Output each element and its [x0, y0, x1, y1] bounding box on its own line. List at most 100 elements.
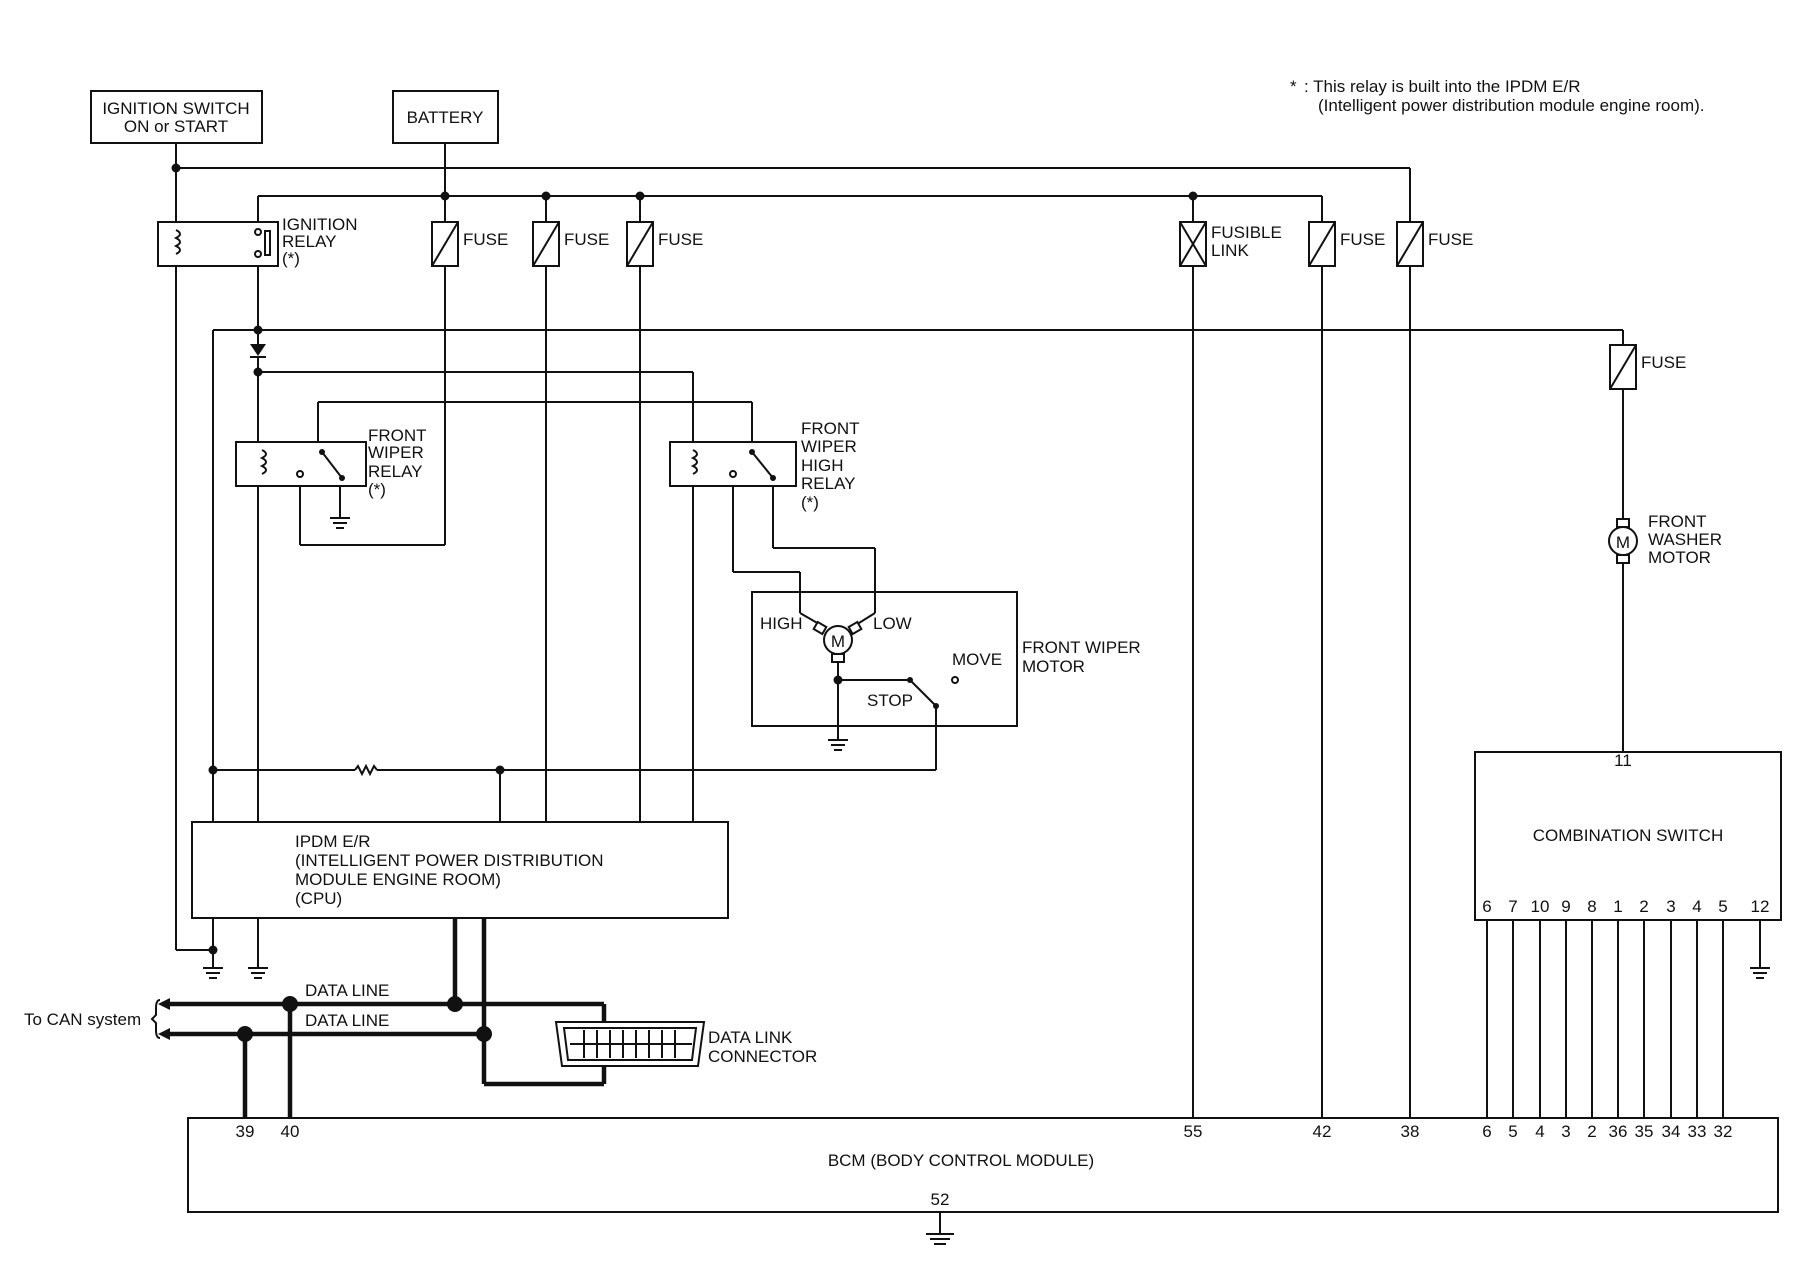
ipdm-inputs — [175, 266, 641, 950]
front-washer-motor-label-1: FRONT — [1648, 512, 1707, 531]
ipdm-grounds — [176, 918, 268, 979]
to-can-system-label: To CAN system — [24, 1010, 141, 1029]
front-wiper-high-relay-label-5: (*) — [801, 493, 819, 512]
combination-switch-to-bcm-wires — [1486, 920, 1724, 1118]
front-wiper-motor-ground-icon — [828, 739, 848, 751]
combination-switch-ground-icon — [1750, 920, 1770, 979]
front-wiper-motor-label-2: MOTOR — [1022, 657, 1085, 676]
bcm-pin-2: 2 — [1587, 1122, 1596, 1141]
combination-switch-pin-4: 4 — [1692, 897, 1701, 916]
bcm-ground-icon — [926, 1212, 954, 1245]
fuse-3-label: FUSE — [658, 230, 703, 249]
ipdm-label-4: (CPU) — [295, 889, 342, 908]
fuse-4: FUSE — [1308, 221, 1385, 267]
note-line-1: : This relay is built into the IPDM E/R — [1304, 77, 1581, 96]
front-wiper-relay-label-3: RELAY — [368, 462, 423, 481]
bcm-pin-42: 42 — [1313, 1122, 1332, 1141]
diode-icon — [250, 330, 266, 358]
bcm-pin-6: 6 — [1482, 1122, 1491, 1141]
wiper-motor-low-label: LOW — [873, 614, 912, 633]
fuse-1-label: FUSE — [463, 230, 508, 249]
combination-switch-pin-7: 7 — [1508, 897, 1517, 916]
front-washer-motor-icon: M — [1608, 526, 1638, 556]
ipdm-label-1: IPDM E/R — [295, 832, 371, 851]
combination-switch-pin-10: 10 — [1531, 897, 1550, 916]
front-washer-motor-label-3: MOTOR — [1648, 548, 1711, 567]
bcm-power-feeds — [1192, 266, 1411, 1118]
combination-switch-title: COMBINATION SWITCH — [1533, 826, 1723, 845]
data-line-2-label: DATA LINE — [305, 1011, 389, 1030]
fuse-2-label: FUSE — [564, 230, 609, 249]
wiper-motor-move-label: MOVE — [952, 650, 1002, 669]
ignition-switch: IGNITION SWITCH ON or START — [90, 90, 263, 144]
fuse-5-label: FUSE — [1428, 230, 1473, 249]
front-wiper-high-relay-coil-icon — [690, 449, 698, 475]
data-line-1-arrow-icon — [158, 998, 170, 1010]
front-wiper-high-relay-label-2: WIPER — [801, 437, 857, 456]
front-wiper-high-relay-label-1: FRONT — [801, 419, 860, 438]
ipdm-label-3: MODULE ENGINE ROOM) — [295, 870, 501, 889]
combination-switch-pin-3: 3 — [1666, 897, 1675, 916]
front-washer-motor-symbol: M — [1616, 533, 1630, 552]
fuse-1: FUSE — [431, 221, 508, 267]
ignition-relay-label-3: (*) — [282, 249, 300, 268]
front-wiper-relay-label-2: WIPER — [368, 443, 424, 462]
fuse-2: FUSE — [532, 221, 609, 267]
front-wiper-motor: M HIGH LOW MOVE STOP FRONT WIPER MOTOR — [751, 591, 1141, 770]
combination-switch-pin-5: 5 — [1718, 897, 1727, 916]
bcm-pin-35: 35 — [1635, 1122, 1654, 1141]
front-wiper-high-relay-label-4: RELAY — [801, 474, 856, 493]
data-link-connector-label-2: CONNECTOR — [708, 1047, 817, 1066]
can-data-lines: DATA LINE DATA LINE To CAN system — [24, 918, 607, 1118]
connector-pins-icon — [570, 1030, 692, 1058]
front-wiper-motor-label-1: FRONT WIPER — [1022, 638, 1141, 657]
ignition-switch-label-2: ON or START — [124, 117, 228, 136]
front-wiper-relay-coil-icon — [259, 449, 267, 475]
bcm-pin-34: 34 — [1662, 1122, 1681, 1141]
resistor-icon — [354, 763, 378, 777]
front-wiper-relay-ground-icon — [330, 517, 350, 529]
combination-switch-pin-8: 8 — [1587, 897, 1596, 916]
data-link-connector: DATA LINK CONNECTOR — [554, 1021, 817, 1067]
bcm-pin-40: 40 — [281, 1122, 300, 1141]
front-washer-motor-label-2: WASHER — [1648, 530, 1722, 549]
front-wiper-relay-label-1: FRONT — [368, 426, 427, 445]
fuse-4-label: FUSE — [1340, 230, 1385, 249]
data-link-connector-label-1: DATA LINK — [708, 1028, 793, 1047]
front-washer-motor: M FRONT WASHER MOTOR — [1608, 389, 1722, 752]
bcm-pin-4: 4 — [1535, 1122, 1544, 1141]
fusible-link-label-1: FUSIBLE — [1211, 223, 1282, 242]
fuse-3: FUSE — [626, 221, 703, 267]
ignition-relay-coil-icon — [173, 229, 181, 255]
ground-icon-1 — [203, 967, 223, 979]
front-wiper-high-relay: FRONT WIPER HIGH RELAY (*) — [669, 402, 876, 613]
bcm-ground-pin: 52 — [931, 1190, 950, 1209]
ignition-switch-label-1: IGNITION SWITCH — [102, 99, 249, 118]
relay-note: * : This relay is built into the IPDM E/… — [1290, 77, 1704, 115]
bcm-title: BCM (BODY CONTROL MODULE) — [828, 1151, 1094, 1170]
ipdm-label-2: (INTELLIGENT POWER DISTRIBUTION — [295, 851, 604, 870]
bcm-pin-55: 55 — [1184, 1122, 1203, 1141]
bcm-pin-38: 38 — [1401, 1122, 1420, 1141]
fuse-5: FUSE — [1396, 221, 1473, 267]
battery: BATTERY — [392, 90, 499, 144]
ipdm-module: IPDM E/R (INTELLIGENT POWER DISTRIBUTION… — [191, 821, 729, 919]
data-line-1-label: DATA LINE — [305, 981, 389, 1000]
ignition-relay-label-1: IGNITION — [282, 215, 358, 234]
ignition-output-wiring — [212, 266, 1624, 822]
fusible-link: FUSIBLE LINK — [1179, 221, 1282, 267]
ignition-relay-label-2: RELAY — [282, 232, 337, 251]
battery-label: BATTERY — [407, 108, 484, 127]
combination-switch-pin-2: 2 — [1639, 897, 1648, 916]
combination-switch-top-pin: 11 — [1614, 751, 1632, 770]
combination-switch-pin-9: 9 — [1561, 897, 1570, 916]
fuse-feeders — [444, 168, 1411, 222]
fuse-6-label: FUSE — [1641, 353, 1686, 372]
bcm-pin-3: 3 — [1561, 1122, 1570, 1141]
front-wiper-motor-symbol: M — [831, 632, 845, 651]
